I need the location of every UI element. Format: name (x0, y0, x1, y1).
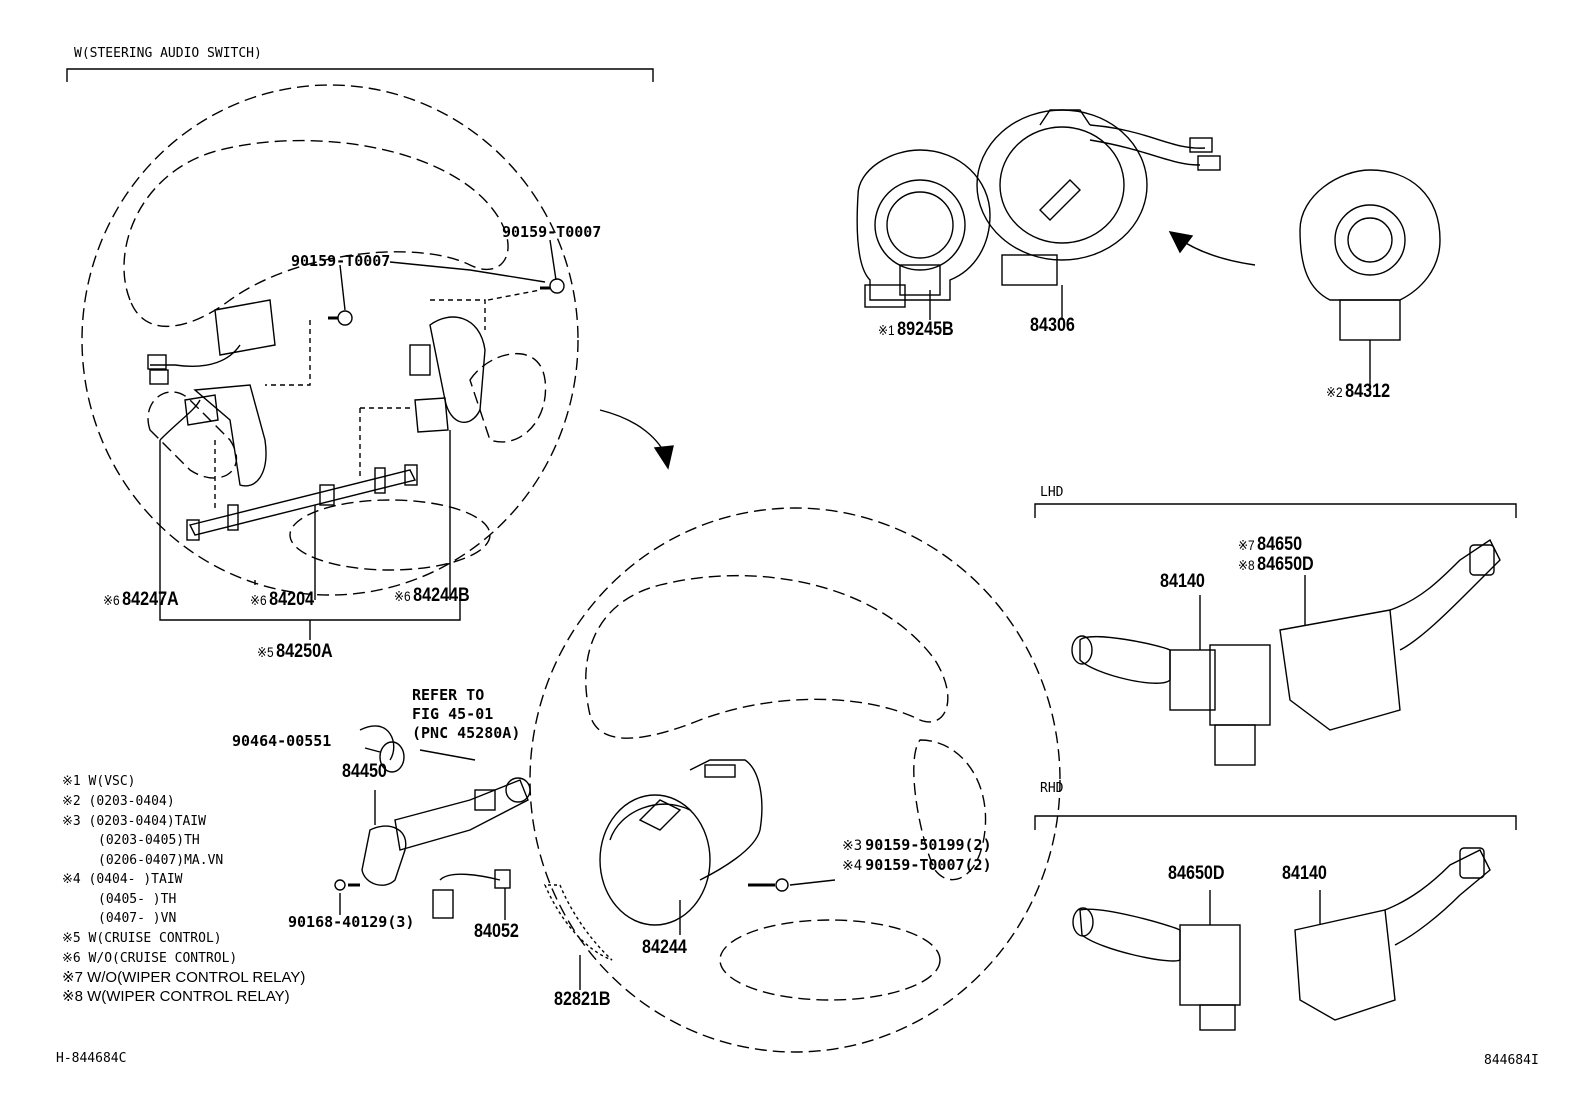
note-mark-3: ※3 (842, 838, 863, 854)
note-mark-6: ※6 (103, 592, 120, 608)
audio-switch-title: W(STEERING AUDIO SWITCH) (74, 46, 262, 61)
part-label-84244: 84244 (642, 937, 687, 958)
audio-switch-bracket (66, 68, 654, 82)
note-1: ※1 W(VSC) (62, 774, 136, 789)
note-mark-6: ※6 (250, 592, 267, 608)
spiral-cable-84312 (1299, 169, 1441, 341)
lhd-bracket (1034, 503, 1517, 518)
footer-right-code: 844684I (1484, 1053, 1539, 1068)
note-4b: (0405- )TH (98, 892, 177, 907)
refer-to-line2: FIG 45-01 (412, 705, 494, 723)
lhd-combination-switches (1071, 538, 1501, 766)
note-3c: (0206-0407)MA.VN (98, 853, 224, 868)
note-4: ※4 (0404- )TAIW (62, 872, 183, 887)
flow-arrow-left (929, 231, 1371, 390)
part-label-90168-40129: 90168-40129(3) (288, 913, 415, 931)
steering-wheel-audio (81, 84, 579, 640)
flow-arrow-down (599, 409, 674, 470)
note-3b: (0203-0405)TH (98, 833, 200, 848)
note-mark-7: ※7 (1238, 537, 1255, 553)
note-5: ※5 W(CRUISE CONTROL) (62, 931, 222, 946)
note-3: ※3 (0203-0404)TAIW (62, 814, 206, 829)
note-mark-6: ※6 (394, 588, 411, 604)
part-label-84052: 84052 (474, 921, 519, 942)
note-mark-1: ※1 (878, 322, 895, 338)
steering-wheel-main (529, 507, 1061, 1053)
note-8: ※8 W(WIPER CONTROL RELAY) (62, 988, 290, 1005)
note-6: ※6 W/O(CRUISE CONTROL) (62, 951, 238, 966)
note-4c: (0407- )VN (98, 911, 177, 926)
footer-left-code: H-844684C (56, 1051, 127, 1066)
rhd-bracket (1034, 815, 1517, 830)
part-label-84140-rhd: 84140 (1282, 863, 1327, 884)
note-mark-2: ※2 (1326, 384, 1343, 400)
refer-to-line3: (PNC 45280A) (412, 724, 521, 742)
part-label-82821B: 82821B (554, 989, 611, 1010)
spiral-cable-84306 (976, 109, 1221, 286)
note-7: ※7 W/O(WIPER CONTROL RELAY) (62, 969, 306, 986)
part-label-90464-00551: 90464-00551 (232, 732, 332, 750)
lock-cylinder-assembly (334, 725, 531, 920)
note-mark-5: ※5 (257, 644, 274, 660)
lhd-label: LHD (1040, 485, 1064, 500)
part-label-84650D-rhd: 84650D (1168, 863, 1225, 884)
note-2: ※2 (0203-0404) (62, 794, 175, 809)
note-mark-4: ※4 (842, 858, 863, 874)
spiral-cable-89245B (856, 149, 991, 308)
part-label-84140-lhd: 84140 (1160, 571, 1205, 592)
refer-to-line1: REFER TO (412, 686, 485, 704)
rhd-label: RHD (1040, 781, 1064, 796)
note-mark-8: ※8 (1238, 557, 1255, 573)
rhd-combination-switches (1072, 847, 1491, 1031)
part-label-84306: 84306 (1030, 315, 1075, 336)
part-label-90159-T0007-left: 90159-T0007 (291, 252, 391, 270)
part-label-90159-T0007-right: 90159-T0007 (502, 223, 602, 241)
part-label-84450: 84450 (342, 761, 387, 782)
